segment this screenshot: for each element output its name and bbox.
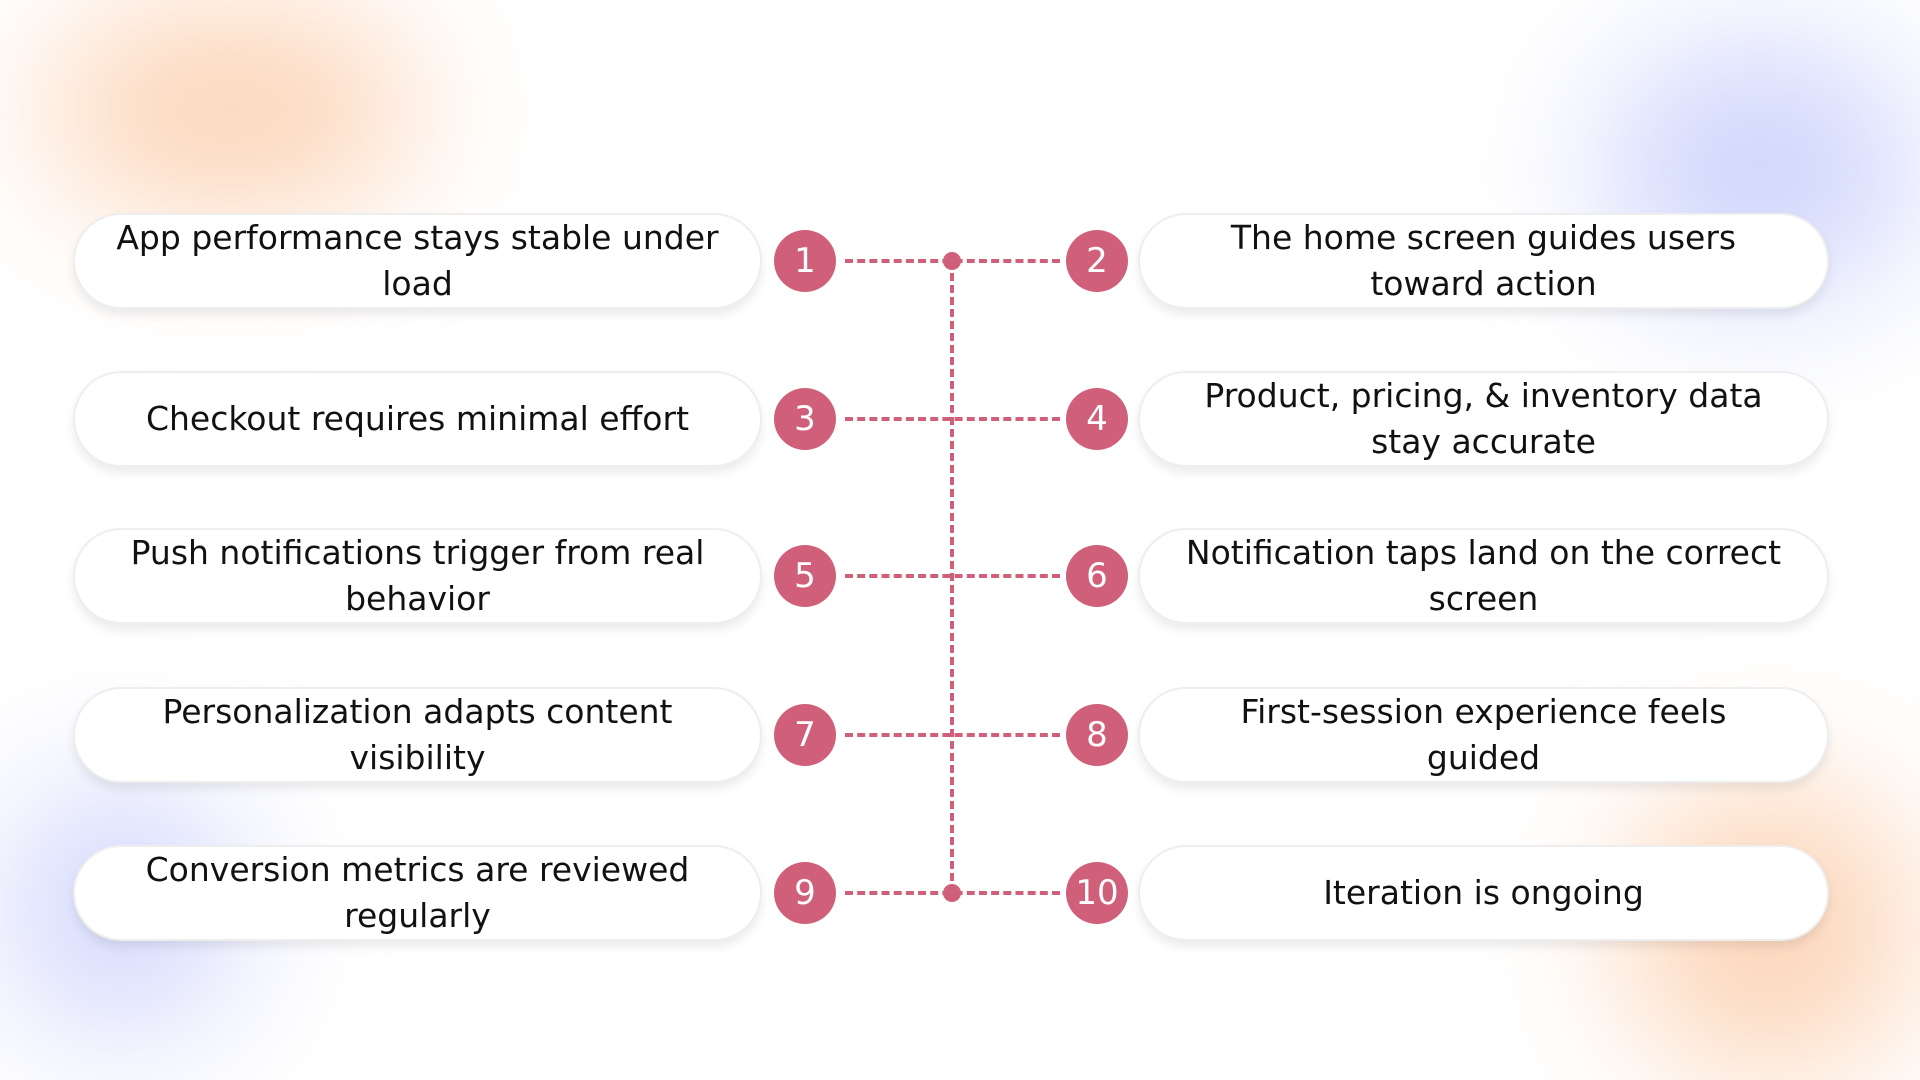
- item-card-1: App performance stays stable under load: [73, 213, 762, 309]
- item-text: The home screen guides users toward acti…: [1230, 218, 1737, 303]
- item-card-10: Iteration is ongoing: [1138, 845, 1829, 941]
- item-card-8: First-session experience feels guided: [1138, 687, 1829, 783]
- horizontal-connector: [845, 733, 1060, 737]
- number-badge-1: 1: [774, 230, 836, 292]
- item-card-2: The home screen guides users toward acti…: [1138, 213, 1829, 309]
- horizontal-connector: [845, 891, 1060, 895]
- item-text: Checkout requires minimal effort: [145, 399, 690, 438]
- badge-number: 1: [794, 241, 816, 281]
- item-text: Conversion metrics are reviewed regularl…: [145, 850, 690, 935]
- badge-number: 5: [794, 556, 816, 596]
- badge-number: 2: [1086, 241, 1108, 281]
- number-badge-4: 4: [1066, 388, 1128, 450]
- badge-number: 8: [1086, 715, 1108, 755]
- number-badge-2: 2: [1066, 230, 1128, 292]
- number-badge-10: 10: [1066, 862, 1128, 924]
- badge-number: 7: [794, 715, 816, 755]
- badge-number: 4: [1086, 399, 1108, 439]
- item-card-3: Checkout requires minimal effort: [73, 371, 762, 467]
- number-badge-9: 9: [774, 862, 836, 924]
- number-badge-8: 8: [1066, 704, 1128, 766]
- horizontal-connector: [845, 574, 1060, 578]
- badge-number: 3: [794, 399, 816, 439]
- badge-number: 9: [794, 873, 816, 913]
- background-glow: [40, 0, 420, 220]
- badge-number: 10: [1075, 873, 1119, 913]
- item-card-6: Notification taps land on the correct sc…: [1138, 528, 1829, 624]
- badge-number: 6: [1086, 556, 1108, 596]
- item-card-4: Product, pricing, & inventory data stay …: [1138, 371, 1829, 467]
- item-text: Notification taps land on the correct sc…: [1185, 533, 1782, 618]
- item-text: Push notifications trigger from real beh…: [130, 533, 705, 618]
- horizontal-connector: [845, 417, 1060, 421]
- number-badge-3: 3: [774, 388, 836, 450]
- item-text: App performance stays stable under load: [116, 218, 719, 303]
- number-badge-7: 7: [774, 704, 836, 766]
- item-card-5: Push notifications trigger from real beh…: [73, 528, 762, 624]
- item-text: Product, pricing, & inventory data stay …: [1204, 376, 1763, 461]
- number-badge-5: 5: [774, 545, 836, 607]
- item-text: Personalization adapts content visibilit…: [162, 692, 673, 777]
- item-text: Iteration is ongoing: [1323, 873, 1644, 912]
- number-badge-6: 6: [1066, 545, 1128, 607]
- item-card-7: Personalization adapts content visibilit…: [73, 687, 762, 783]
- item-text: First-session experience feels guided: [1240, 692, 1727, 777]
- item-card-9: Conversion metrics are reviewed regularl…: [73, 845, 762, 941]
- horizontal-connector: [845, 259, 1060, 263]
